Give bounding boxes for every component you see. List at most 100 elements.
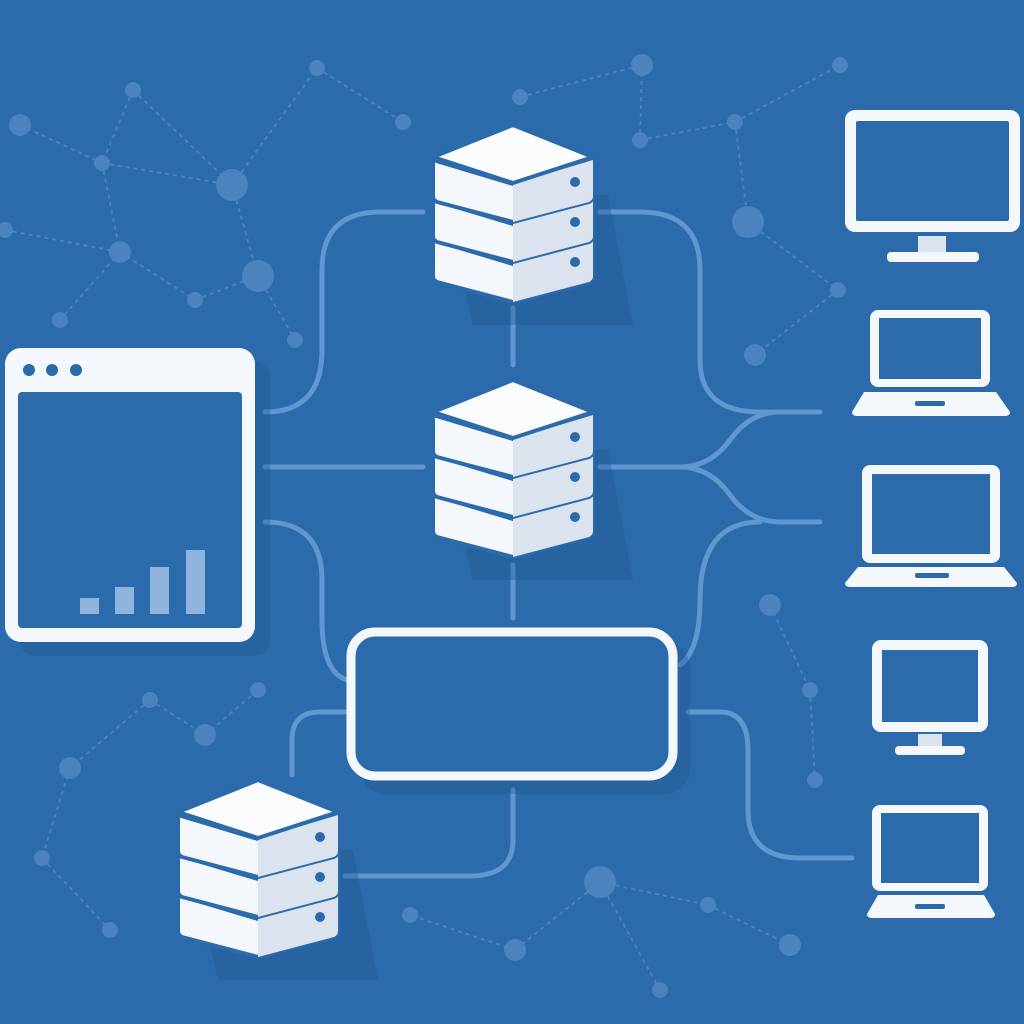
network-link xyxy=(316,67,404,123)
network-link xyxy=(19,124,103,164)
connection-lines xyxy=(262,209,855,879)
network-link xyxy=(734,64,841,123)
connector-hub-bottom-server-2 xyxy=(342,787,516,879)
dashboard-window xyxy=(5,348,270,656)
monitor-neck xyxy=(918,236,946,254)
monitor-neck xyxy=(918,734,942,748)
network-link xyxy=(231,67,318,186)
network-node xyxy=(652,982,668,998)
network-link xyxy=(734,121,749,223)
network-node xyxy=(402,907,418,923)
background-network-pattern xyxy=(0,54,848,998)
network-node xyxy=(187,292,203,308)
network-node xyxy=(830,282,846,298)
network-node xyxy=(242,260,274,292)
network-link xyxy=(69,699,151,769)
server-top xyxy=(431,378,595,440)
connector-dashboard-hub xyxy=(262,519,350,683)
network-link xyxy=(101,89,134,164)
server-slab-side xyxy=(513,455,593,517)
database-server-icon xyxy=(431,378,633,580)
network-node xyxy=(832,57,848,73)
laptop-screen xyxy=(881,813,979,883)
network-node xyxy=(727,114,743,130)
server-stacks xyxy=(176,123,633,980)
database-server-icon xyxy=(431,123,633,325)
server-slab-side xyxy=(258,855,338,917)
connector-hub-bottom-laptop xyxy=(685,709,855,861)
server-led-icon xyxy=(570,217,580,227)
network-node xyxy=(584,866,616,898)
monitor-screen xyxy=(882,650,978,722)
network-node xyxy=(102,922,118,938)
connector-hub-clients-up xyxy=(677,519,763,668)
network-link xyxy=(59,251,121,321)
server-led-icon xyxy=(315,872,325,882)
network-node xyxy=(52,312,68,328)
server-led-icon xyxy=(570,257,580,267)
laptop-trackpad xyxy=(915,401,945,406)
connector-dashboard-top-server xyxy=(262,209,426,415)
network-node xyxy=(142,692,158,708)
window-dot-icon xyxy=(23,364,35,376)
laptop-screen xyxy=(879,318,981,379)
network-node xyxy=(194,724,216,746)
server-slab-side xyxy=(513,415,593,477)
network-node xyxy=(395,114,411,130)
network-link xyxy=(639,121,736,141)
network-link xyxy=(514,881,601,951)
server-led-icon xyxy=(570,512,580,522)
connector-top-server-clients xyxy=(597,209,823,415)
desktop-monitor-icon xyxy=(845,110,1020,262)
network-link xyxy=(747,221,839,291)
server-slab-side xyxy=(258,815,338,877)
bar-chart xyxy=(80,550,205,614)
server-led-icon xyxy=(570,177,580,187)
chart-bar xyxy=(186,550,205,614)
hub-box xyxy=(346,627,690,794)
network-node xyxy=(744,344,766,366)
network-node xyxy=(216,169,248,201)
network-node xyxy=(34,850,50,866)
window-dot-icon xyxy=(70,364,82,376)
monitor-base xyxy=(895,746,965,755)
network-link xyxy=(809,689,816,781)
network-link xyxy=(119,251,196,301)
monitor-base xyxy=(887,252,979,262)
server-led-icon xyxy=(570,472,580,482)
network-link xyxy=(41,857,111,931)
network-link xyxy=(519,64,643,98)
connector-hub-bottom-server xyxy=(289,709,348,778)
network-link xyxy=(101,162,233,186)
connector-mid-server-clients xyxy=(597,409,823,525)
network-node xyxy=(512,89,528,105)
network-link xyxy=(4,229,121,253)
network-node xyxy=(109,241,131,263)
server-led-icon xyxy=(315,912,325,922)
laptop-icon xyxy=(845,465,1017,587)
chart-bar xyxy=(80,598,99,614)
server-led-icon xyxy=(570,432,580,442)
server-slab-side xyxy=(513,495,593,557)
network-node xyxy=(732,206,764,238)
window-dot-icon xyxy=(46,364,58,376)
network-link xyxy=(409,914,516,951)
network-node xyxy=(59,757,81,779)
laptop-screen xyxy=(872,474,990,554)
server-top xyxy=(176,778,340,840)
network-node xyxy=(779,934,801,956)
network-node xyxy=(0,222,13,238)
network-node xyxy=(632,132,648,148)
network-link xyxy=(754,289,839,356)
network-link xyxy=(204,689,259,736)
server-slab-side xyxy=(258,895,338,957)
network-node xyxy=(309,60,325,76)
network-link xyxy=(149,699,206,736)
network-node xyxy=(9,114,31,136)
hub-frame xyxy=(346,627,678,781)
network-link xyxy=(132,89,233,186)
laptop-icon xyxy=(867,805,995,918)
laptop-icon xyxy=(852,310,1010,416)
network-node xyxy=(504,939,526,961)
network-node xyxy=(759,594,781,616)
